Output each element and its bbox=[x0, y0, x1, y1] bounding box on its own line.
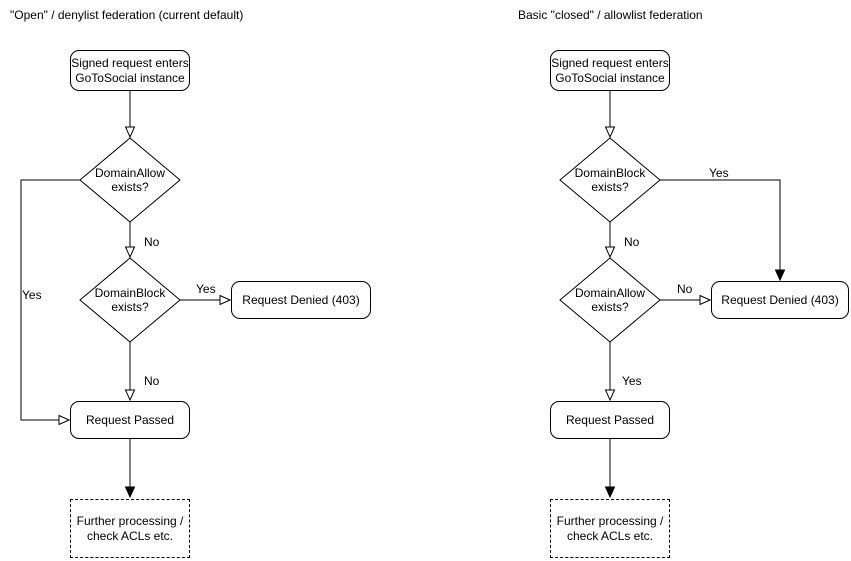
left-chart-title: "Open" / denylist federation (current de… bbox=[10, 8, 244, 22]
left-decision1-yes-label: Yes bbox=[22, 288, 42, 302]
right-decision2-label: DomainAllow exists? bbox=[574, 286, 646, 314]
left-further-processing-node: Further processing / check ACLs etc. bbox=[70, 499, 190, 558]
left-start-node: Signed request enters GoToSocial instanc… bbox=[70, 50, 190, 91]
right-decision1-diamond bbox=[559, 137, 661, 223]
right-decision2-diamond bbox=[559, 257, 661, 343]
right-decision2-yes-label: Yes bbox=[622, 374, 642, 388]
left-decision1-diamond bbox=[79, 137, 181, 223]
left-decision2-yes-label: Yes bbox=[196, 282, 216, 296]
left-decision2-label: DomainBlock exists? bbox=[94, 286, 166, 314]
edge-left-decision1-yes-loop bbox=[20, 179, 80, 420]
left-passed-node: Request Passed bbox=[70, 401, 190, 439]
right-further-processing-node: Further processing / check ACLs etc. bbox=[550, 499, 670, 558]
left-decision2-no-label: No bbox=[144, 374, 160, 388]
right-chart-title: Basic "closed" / allowlist federation bbox=[518, 8, 703, 22]
right-denied-node: Request Denied (403) bbox=[711, 281, 849, 319]
right-decision1-no-label: No bbox=[624, 235, 640, 249]
left-denied-node: Request Denied (403) bbox=[231, 281, 371, 319]
right-decision2-no-label: No bbox=[677, 282, 693, 296]
edge-right-decision1-yes-to-denied bbox=[660, 179, 780, 280]
right-decision1-yes-label: Yes bbox=[709, 166, 729, 180]
left-decision1-no-label: No bbox=[144, 235, 160, 249]
left-decision1-label: DomainAllow exists? bbox=[94, 166, 166, 194]
right-decision1-label: DomainBlock exists? bbox=[574, 166, 646, 194]
right-start-node: Signed request enters GoToSocial instanc… bbox=[550, 50, 670, 91]
left-decision2-diamond bbox=[79, 257, 181, 343]
right-passed-node: Request Passed bbox=[550, 401, 670, 439]
